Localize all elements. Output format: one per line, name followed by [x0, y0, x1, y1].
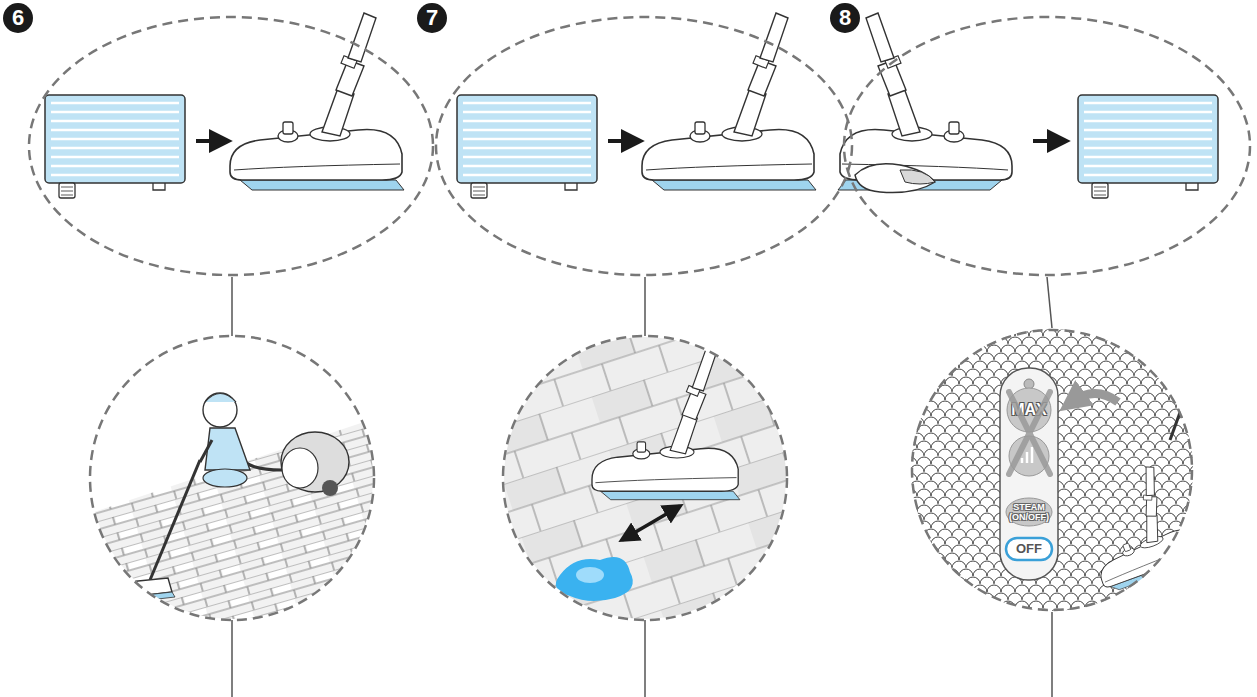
step-number: 7 — [417, 3, 447, 33]
node-outline — [27, 15, 435, 277]
steam-mop-head — [230, 13, 404, 190]
button-label: STEAM (ON/OFF) — [1001, 502, 1057, 522]
mode-label: MAX — [1004, 400, 1054, 420]
node-outline — [434, 15, 854, 277]
hand — [855, 164, 935, 193]
button-label: OFF — [1009, 539, 1049, 559]
control-panel — [1000, 368, 1058, 580]
step-circle: 6 — [27, 15, 435, 277]
vacuuming-scene — [70, 330, 400, 640]
pad-corner — [900, 170, 935, 184]
mop-pad — [457, 95, 597, 198]
remove-arrow — [1033, 139, 1066, 143]
hard-floor-scene — [500, 330, 800, 630]
mop-pad — [45, 95, 185, 198]
pad-removal-8 — [838, 13, 1218, 198]
step-number: 8 — [830, 3, 860, 33]
disabled-cross — [1009, 392, 1050, 474]
mode-arrow — [1072, 394, 1118, 403]
steam-mop-head — [592, 349, 740, 499]
detail-circle — [503, 336, 787, 620]
node-outline — [910, 328, 1194, 612]
pad-and-mop-6 — [45, 13, 404, 198]
motion-arrow — [622, 506, 680, 540]
steam-mop-head — [838, 13, 1012, 190]
carpet-scene — [905, 325, 1210, 625]
attach-arrow — [608, 139, 640, 143]
detail-circle: MAX STEAM (ON/OFF) OFF — [910, 328, 1194, 612]
pad-and-mop-7 — [457, 13, 816, 198]
steam-mop-head — [1071, 459, 1205, 595]
detail-circle — [90, 336, 374, 620]
node-outline — [842, 15, 1252, 277]
mop-pad — [1078, 95, 1218, 198]
step-circle: 8 — [842, 15, 1252, 277]
water-splash — [556, 557, 633, 601]
step-circle: 7 — [434, 15, 854, 277]
step-number: 6 — [3, 3, 33, 33]
leader-line — [1047, 277, 1052, 328]
attach-arrow — [196, 139, 228, 143]
steam-mop-head — [642, 13, 816, 190]
